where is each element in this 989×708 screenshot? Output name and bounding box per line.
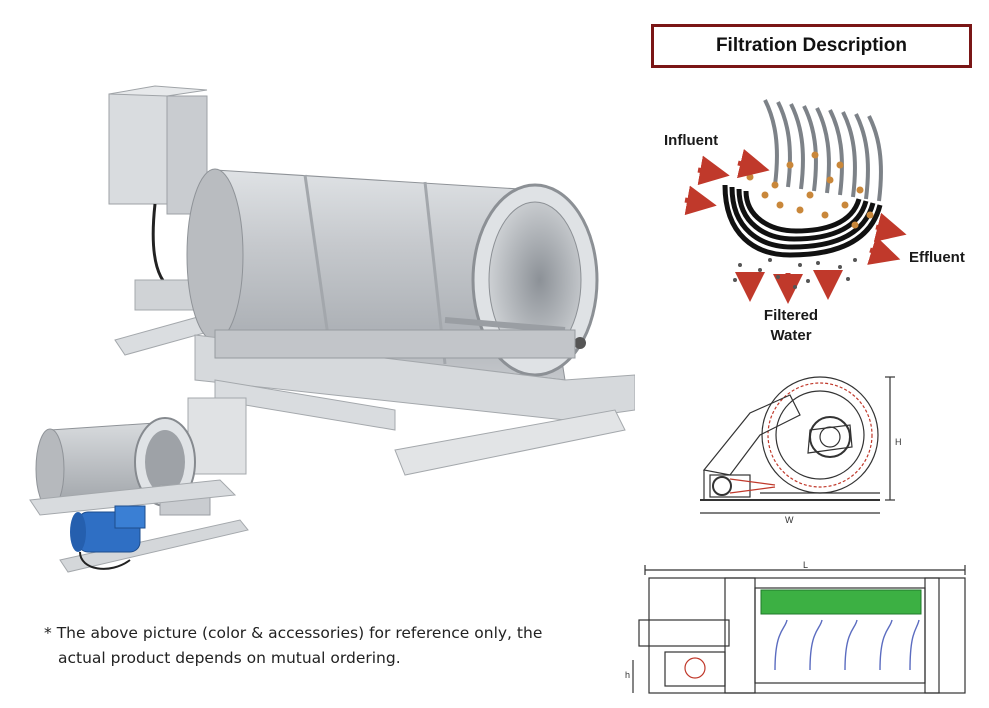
filtered-label-line-1: Filtered [763, 307, 819, 324]
drum-screen-small-photo [29, 397, 249, 573]
footnote-line-1: * The above picture (color & accessories… [44, 621, 604, 646]
water-droplets [733, 258, 857, 289]
footnote-marker: * [44, 624, 52, 642]
length-mark: L [803, 560, 808, 570]
filtered-water-label: Filtered Water [756, 306, 826, 346]
footnote-text-1: The above picture (color & accessories) … [56, 624, 543, 642]
height-mark: H [895, 437, 902, 447]
footnote-line-2: actual product depends on mutual orderin… [44, 646, 604, 671]
footnote-text-2: actual product depends on mutual orderin… [58, 649, 401, 667]
effluent-arrows [867, 212, 907, 265]
h-mark: h [625, 670, 630, 680]
footnote: * The above picture (color & accessories… [44, 621, 604, 671]
filtered-label-line-2: Water [770, 327, 812, 344]
filtered-water-arrows [735, 270, 843, 304]
section-title: Filtration Description [651, 24, 972, 68]
influent-label: Influent [664, 132, 719, 149]
filter-screen-mesh [760, 589, 922, 615]
front-elevation-drawing: L h [625, 560, 966, 694]
width-mark: W [785, 515, 794, 525]
control-box [108, 93, 168, 205]
side-elevation-drawing: H W [700, 376, 902, 525]
screen-wedge-wires [763, 99, 883, 202]
effluent-label: Effluent [909, 249, 965, 266]
influent-arrows [684, 148, 770, 216]
filtration-diagram [684, 99, 907, 304]
motor [70, 505, 146, 570]
solid-particles [746, 151, 874, 229]
screen-front-bars [722, 184, 883, 258]
drum-screen-main-photo [108, 85, 635, 476]
